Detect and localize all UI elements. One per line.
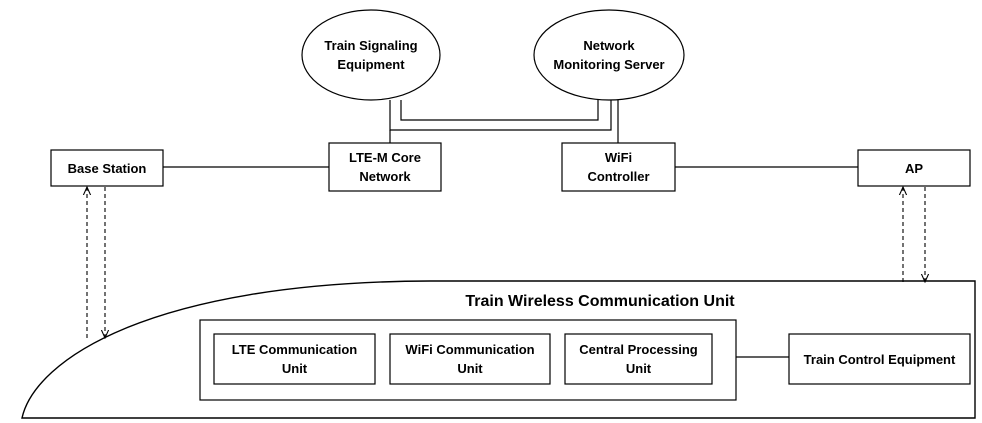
central-proc-box (564, 333, 713, 385)
train-control-box (788, 333, 971, 385)
base-station-box (50, 149, 164, 187)
wireless-links (87, 187, 925, 338)
lte-comm-box (213, 333, 376, 385)
wifi-controller-box (561, 142, 676, 192)
train-signaling-ellipse (301, 9, 441, 101)
lte-core-box (328, 142, 442, 192)
network-monitoring-ellipse (533, 9, 685, 101)
ap-box (857, 149, 971, 187)
wifi-comm-box (389, 333, 551, 385)
